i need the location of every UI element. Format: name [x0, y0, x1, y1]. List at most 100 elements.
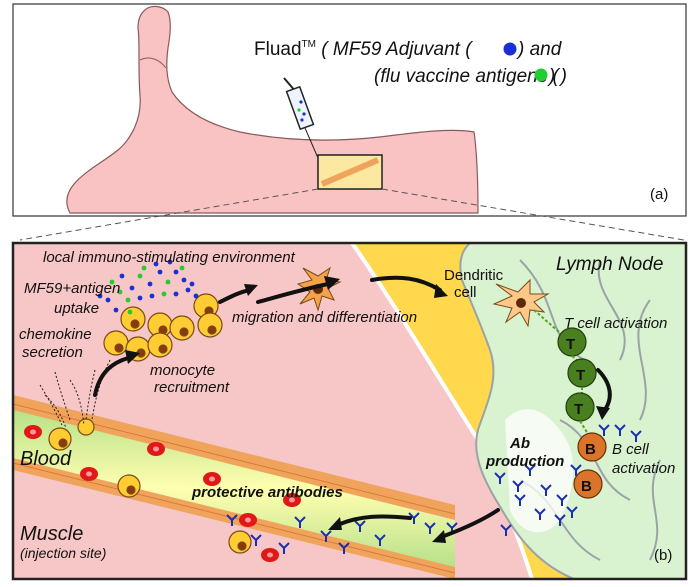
b-cell-label: B cell — [612, 441, 649, 458]
adjuvant-close: ) and — [516, 39, 563, 60]
particle — [153, 261, 159, 267]
particle — [109, 279, 115, 285]
b-cell-2-label: B — [581, 478, 592, 495]
t-cell-3-label: T — [574, 401, 583, 418]
particle — [113, 307, 119, 313]
lymph-node-label: Lymph Node — [556, 254, 663, 275]
recruitment-label: recruitment — [154, 379, 230, 396]
process-arrows — [93, 275, 612, 538]
t-cell-1-label: T — [566, 336, 575, 353]
t-cells: T T T — [557, 327, 597, 435]
particle — [185, 287, 191, 293]
antibody-icon — [294, 516, 306, 528]
particle — [97, 293, 103, 299]
particle — [117, 289, 123, 295]
migration-label: migration and differentiation — [232, 309, 417, 326]
mf59-antigen-label: MF59+antigen — [24, 280, 120, 297]
particle — [141, 265, 147, 271]
particle — [173, 291, 179, 297]
dendritic-label: Dendritic — [444, 267, 504, 284]
red-blood-cells — [24, 425, 301, 562]
antibody-release-arrow — [442, 508, 500, 538]
protective-antibodies-label: protective antibodies — [191, 484, 343, 501]
b-cells: B B — [573, 432, 607, 499]
antibody-icon — [556, 494, 568, 506]
chemokine-signals — [39, 359, 111, 429]
antibody-icon — [226, 514, 238, 526]
antibody-icon — [512, 480, 524, 492]
antibody-icon — [494, 472, 506, 484]
particle — [193, 293, 199, 299]
monocytes — [48, 293, 252, 554]
antibody-icon — [500, 524, 512, 536]
antibody-icon — [374, 534, 386, 546]
particle — [165, 279, 171, 285]
b-activation-label: activation — [612, 460, 675, 477]
recruitment-arrow — [93, 356, 130, 397]
fluad-title: FluadTM ( MF59 Adjuvant ( — [254, 39, 473, 60]
particle — [119, 273, 125, 279]
panel-a-label: (a) — [650, 186, 668, 203]
antigen-legend-icon — [534, 68, 548, 82]
muscle-label: Muscle — [20, 523, 83, 545]
particle — [127, 309, 133, 315]
antibody-icon — [424, 522, 436, 534]
b-cell-1-label: B — [585, 441, 596, 458]
particle — [161, 291, 167, 297]
antigens-label: (flu vaccine antigens ( — [374, 66, 560, 87]
particle — [137, 295, 143, 301]
particle — [125, 297, 131, 303]
zoom-line-left — [19, 188, 319, 241]
antibody-icon — [250, 534, 262, 546]
t-activation-label: T cell activation — [564, 315, 667, 332]
vessel-lumen — [13, 410, 455, 567]
adjuvant-legend-icon — [503, 42, 517, 56]
arrow-heads — [125, 276, 610, 543]
particle — [129, 285, 135, 291]
t-activation-arrow — [596, 368, 612, 410]
monocyte-label: monocyte — [150, 362, 215, 379]
panel-b-label: (b) — [654, 547, 672, 564]
antigens-close: ) ) — [547, 66, 567, 87]
antibody-blood-arrow — [338, 514, 412, 526]
antibody-icon — [514, 494, 526, 506]
particle — [173, 269, 179, 275]
antibody-icon — [354, 520, 366, 532]
antibody-icon — [338, 542, 350, 554]
syringe-icon — [283, 77, 319, 159]
inset-vessel — [320, 157, 380, 187]
particle — [189, 281, 195, 287]
particle — [179, 265, 185, 271]
antibody-icon — [598, 424, 610, 436]
secretion-label: secretion — [22, 344, 83, 361]
panel-b: T T T B B — [11, 241, 688, 581]
particle — [181, 277, 187, 283]
particle — [149, 293, 155, 299]
dendritic-cell-label: cell — [454, 284, 477, 301]
zoom-line-right — [381, 188, 685, 241]
lymph-node-medulla — [505, 409, 574, 533]
particle — [137, 273, 143, 279]
antibody-icon — [566, 506, 578, 518]
migration-arrow-2 — [256, 282, 330, 304]
particle — [167, 259, 173, 265]
antibody-icon — [278, 542, 290, 554]
antibody-icon — [614, 424, 626, 436]
particle — [157, 269, 163, 275]
particle — [147, 281, 153, 287]
antibodies — [226, 424, 642, 554]
panel-a: FluadTM ( MF59 Adjuvant ( ) and (flu vac… — [12, 3, 687, 241]
chemokine-label: chemokine — [19, 326, 92, 343]
antibody-icon — [534, 508, 546, 520]
boundary-line — [350, 243, 534, 579]
injection-site-label: (injection site) — [20, 545, 106, 561]
panel-b-frame — [11, 241, 688, 581]
particle — [105, 297, 111, 303]
arm-crease — [139, 57, 167, 69]
ab-label: Ab — [509, 435, 530, 452]
antibody-icon — [554, 514, 566, 526]
t-cell-2-label: T — [576, 367, 585, 384]
antibody-icon — [540, 484, 552, 496]
